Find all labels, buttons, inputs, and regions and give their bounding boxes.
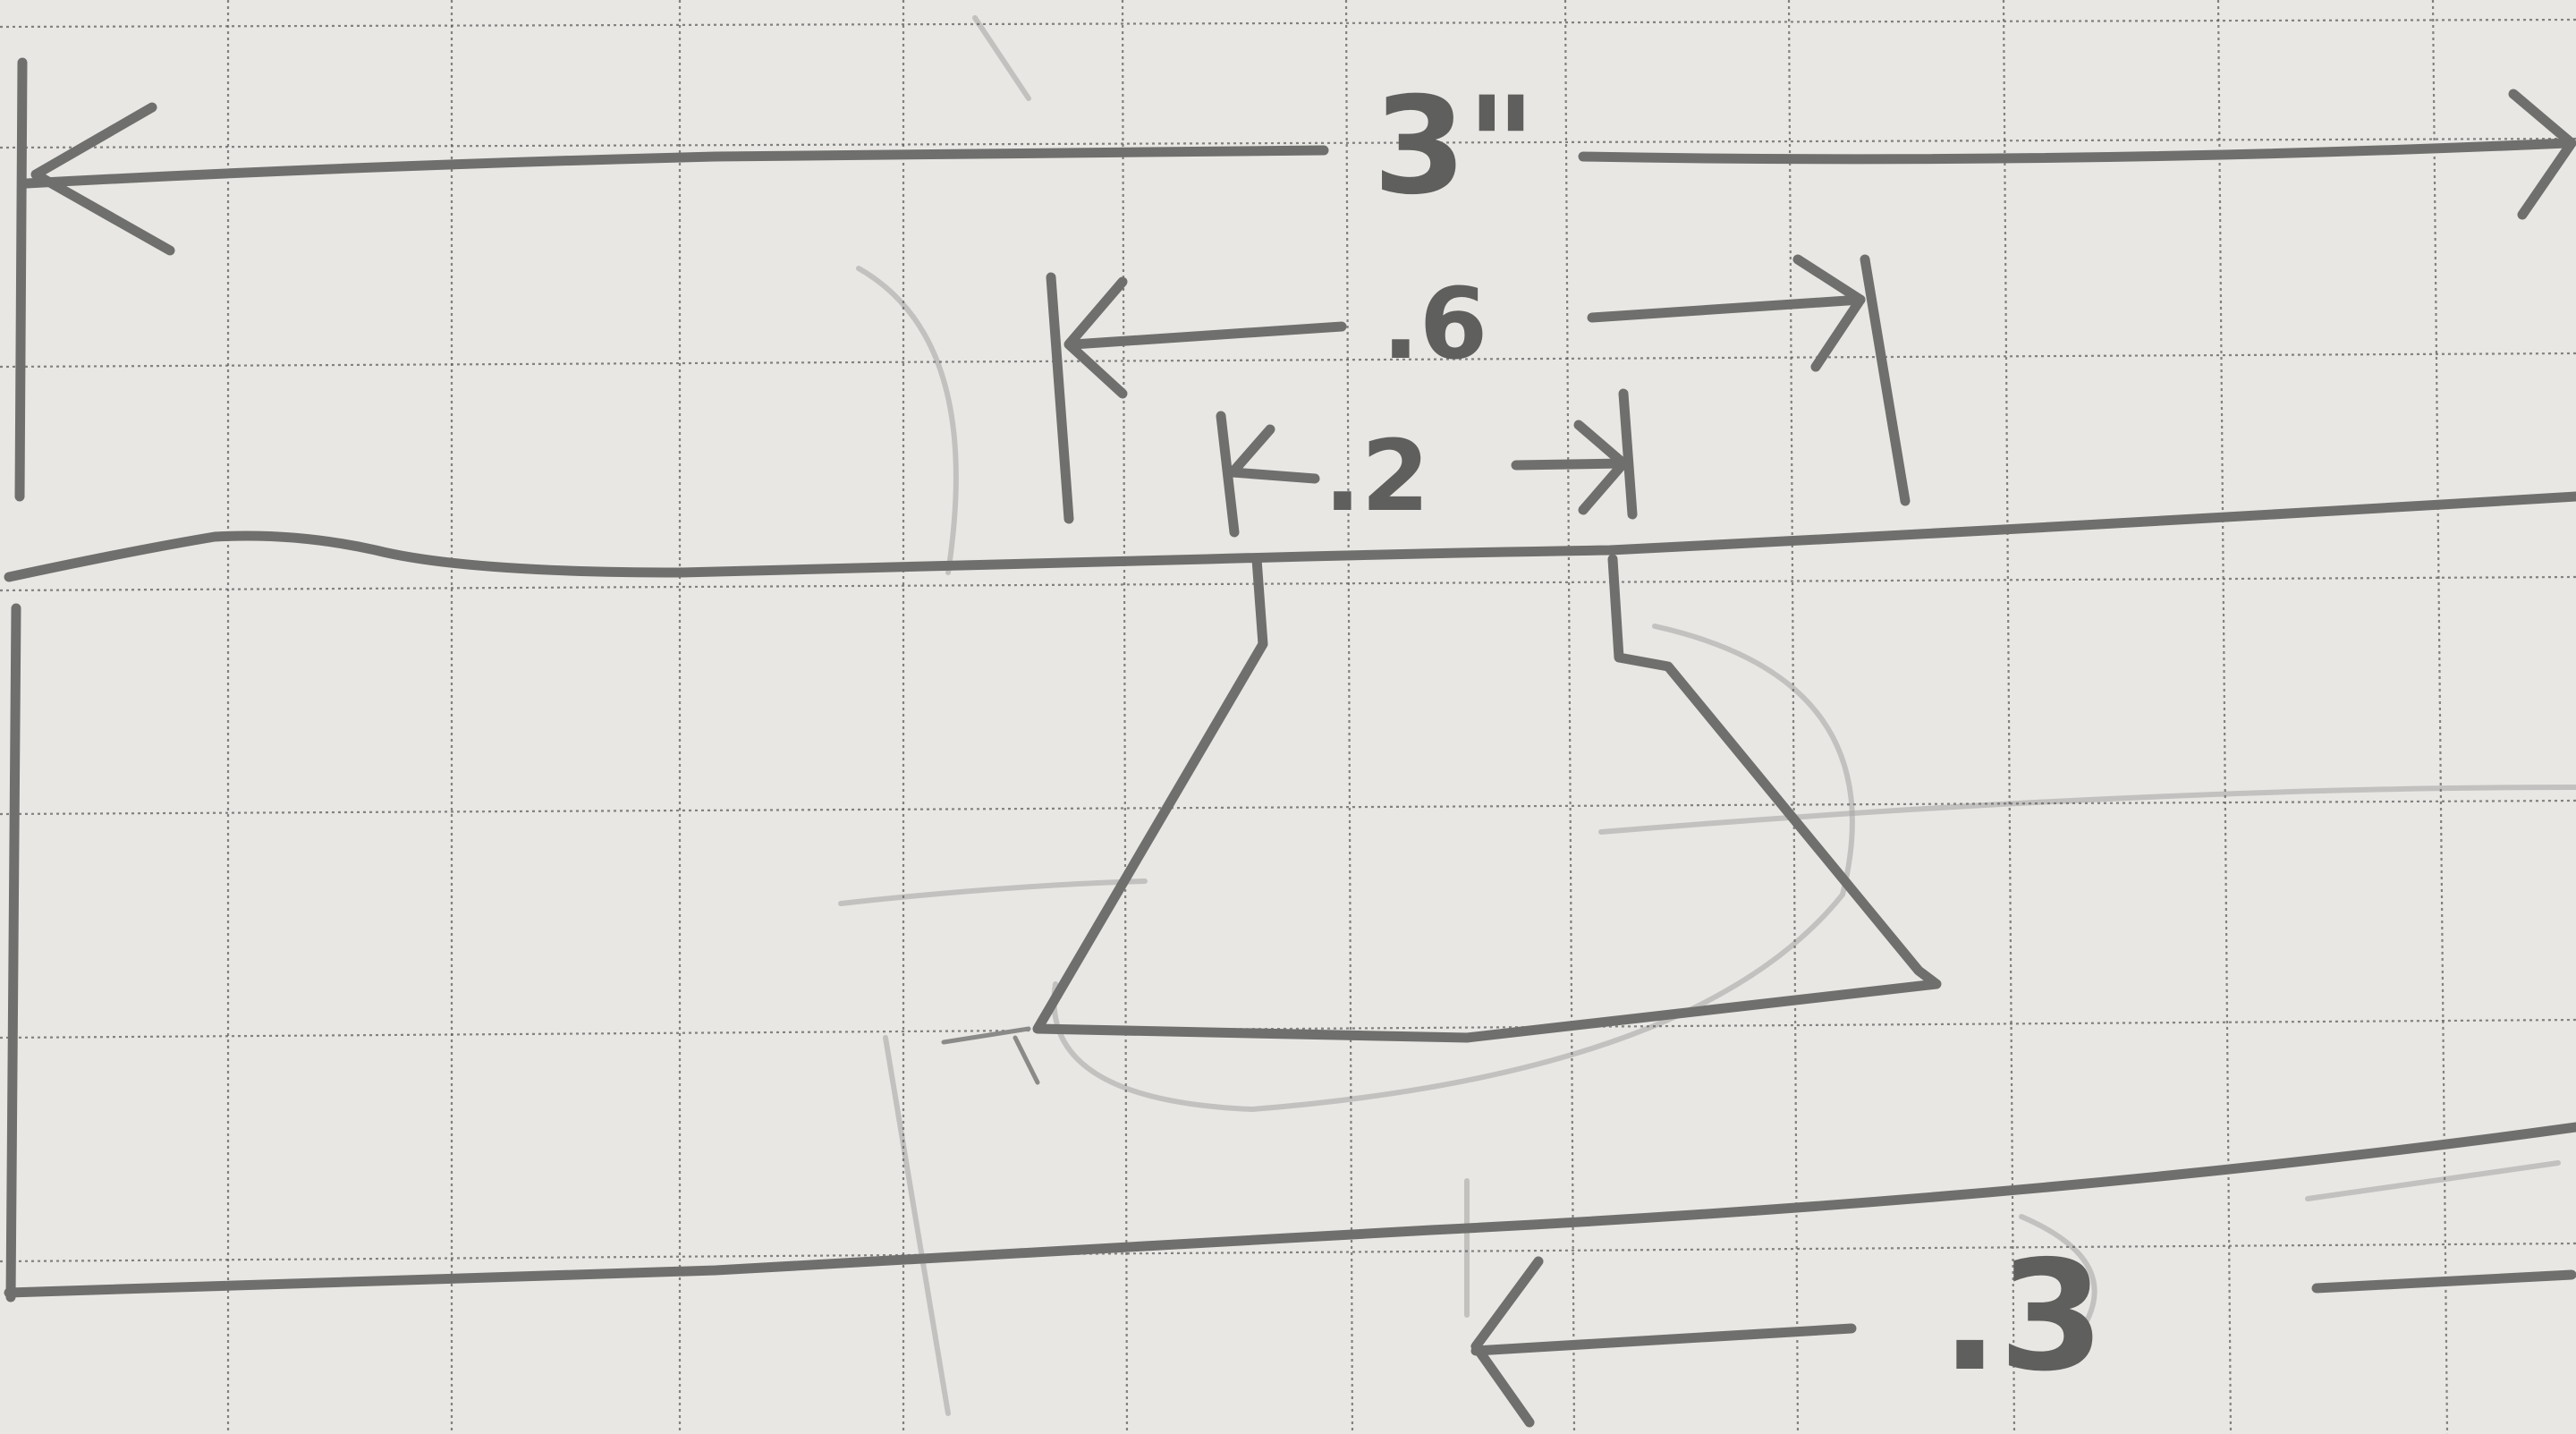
top-width-line-left [1068, 321, 1347, 350]
slot-width-label: .2 [1324, 419, 1429, 533]
bottom-offset-line-right [2311, 1269, 2576, 1294]
overall-width-line-left [21, 145, 1329, 189]
left-boundary-upper [14, 57, 28, 502]
slot-width-tick-left [1216, 411, 1240, 538]
slot-width-arrowhead-left [1227, 424, 1320, 484]
part-top-edge [4, 491, 2576, 582]
trapezoid-slot-outline [1032, 554, 1942, 1043]
top-width-arrowhead-right [1792, 254, 1866, 372]
slot-width-line-right [1511, 458, 1629, 471]
slot-width-tick-right [1618, 388, 1638, 520]
bottom-offset-line [1470, 1323, 1857, 1356]
overall-width-arrowhead-left [30, 102, 175, 256]
top-width-tick-left [1046, 272, 1074, 524]
top-width-tick-right [1860, 254, 1911, 506]
overall-width-label: 3" [1373, 69, 1537, 225]
slot-width-arrowhead-right [1573, 420, 1629, 515]
part-bottom-edge [4, 1122, 2576, 1298]
top-width-label: .6 [1382, 267, 1487, 381]
bottom-offset-label: .3 [1941, 1228, 2105, 1405]
top-width-arrowhead-left [1063, 276, 1128, 399]
left-boundary-lower [5, 603, 21, 1302]
erased-marks [838, 15, 2576, 1416]
top-width-line-right [1587, 294, 1866, 323]
drawing [4, 57, 2576, 1428]
bottom-offset-arrowhead [1470, 1256, 1544, 1428]
overall-width-line-right [1578, 138, 2572, 165]
overall-width-arrowhead-right [2508, 89, 2576, 220]
slot-corner-construction [941, 1026, 1040, 1085]
